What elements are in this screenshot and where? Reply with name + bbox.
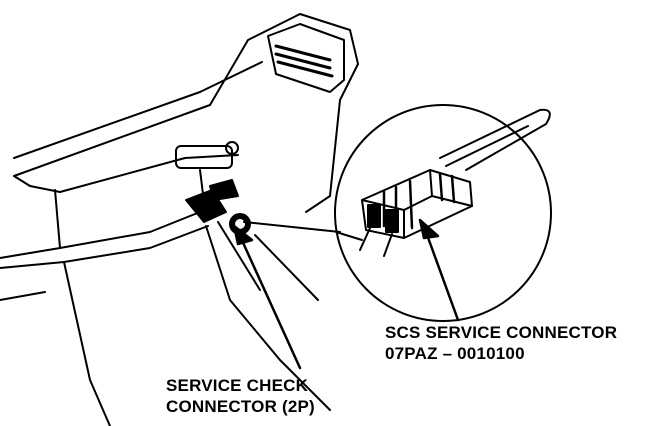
scs-service-connector-callout: SCS SERVICE CONNECTOR 07PAZ – 0010100 xyxy=(385,322,617,364)
scs-connector-illustration xyxy=(335,108,551,257)
dashboard-panel xyxy=(0,13,359,426)
service-check-connector xyxy=(185,179,341,235)
air-vent xyxy=(267,23,345,93)
service-check-connector-callout: SERVICE CHECK CONNECTOR (2P) xyxy=(166,375,315,417)
service-check-callout-line2: CONNECTOR (2P) xyxy=(166,397,315,416)
magnifier-circle xyxy=(334,104,552,322)
leader-arrows xyxy=(232,218,460,370)
scs-callout-line1: SCS SERVICE CONNECTOR xyxy=(385,323,618,342)
scs-callout-line2: 07PAZ – 0010100 xyxy=(385,344,525,363)
service-check-callout-line1: SERVICE CHECK xyxy=(166,376,309,395)
